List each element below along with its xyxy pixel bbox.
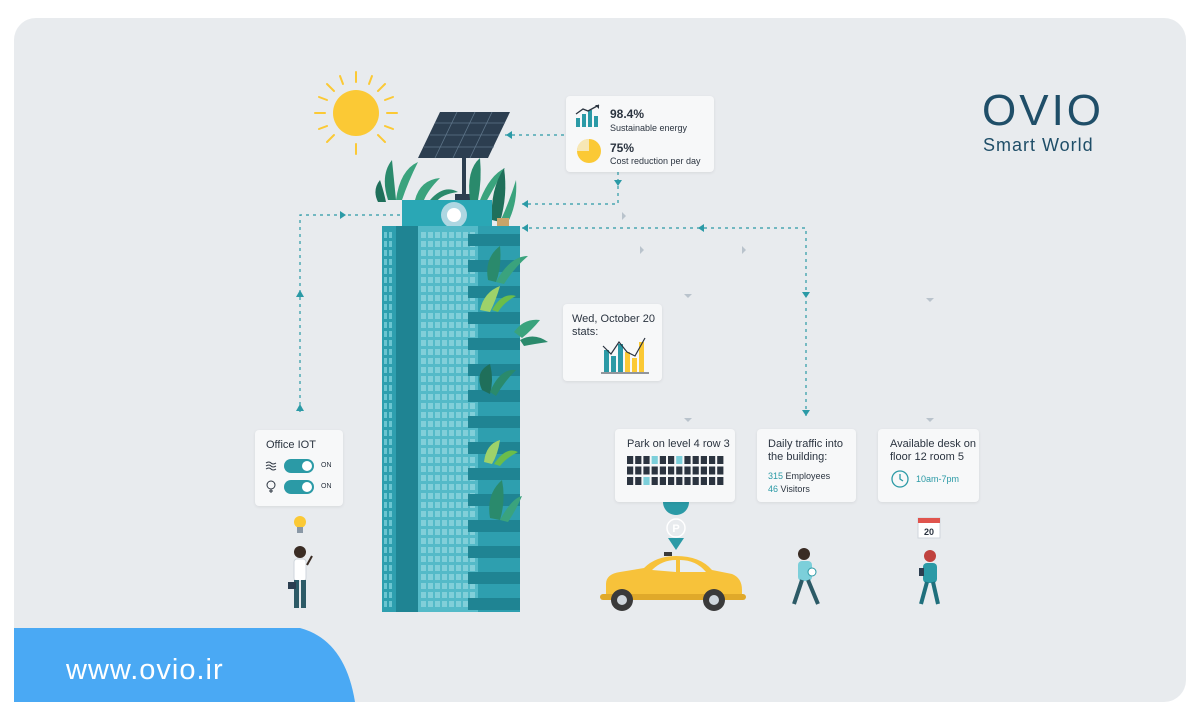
visitors-label: Visitors: [780, 484, 810, 494]
connector-arrows: [296, 131, 810, 416]
parking-grid: [627, 456, 724, 485]
ac-icon: [265, 461, 277, 471]
stats-date: Wed, October 20: [572, 313, 655, 325]
website-url[interactable]: www.ovio.ir: [66, 654, 224, 686]
clock-icon: [891, 470, 909, 488]
roof-light: [447, 208, 461, 222]
traffic-card: Daily traffic into the building: 315 Emp…: [757, 429, 856, 502]
traffic-title-line1: Daily traffic into: [768, 438, 843, 450]
stats-label: stats:: [572, 326, 599, 338]
rooftop-plants-icon: [375, 158, 517, 230]
sustainable-energy-value: 98.4%: [610, 107, 645, 121]
desk-title-line1: Available desk on: [890, 438, 977, 450]
parking-card: Park on level 4 row 3: [615, 429, 735, 502]
employees-row: 315 Employees: [768, 471, 830, 481]
building-tower: [382, 226, 520, 612]
bulb-icon: [266, 480, 276, 493]
light-toggle[interactable]: [284, 480, 314, 494]
walking-person-figure: [792, 548, 820, 605]
desk-card: Available desk on floor 12 room 5 10am-7…: [878, 429, 979, 502]
energy-card: 98.4% Sustainable energy 75% Cost reduct…: [566, 96, 714, 172]
desk-hours: 10am-7pm: [916, 474, 960, 484]
visitors-row: 46 Visitors: [768, 484, 810, 494]
bar-chart-icon: [575, 104, 600, 127]
woman-figure: [919, 550, 940, 605]
sustainable-energy-label: Sustainable energy: [610, 123, 688, 133]
calendar-icon: [917, 517, 941, 539]
calendar-day: 20: [924, 527, 934, 537]
desk-title-line2: floor 12 room 5: [890, 451, 964, 463]
light-toggle-state: ON: [321, 483, 332, 490]
stats-chart-icon: [601, 337, 649, 374]
pie-chart-icon: [577, 139, 601, 163]
taxi-car-icon: [600, 552, 746, 611]
office-iot-card: Office IOT ON ON: [255, 430, 343, 506]
logo-tagline: Smart World: [983, 135, 1094, 155]
url-banner: [14, 628, 355, 702]
solar-panel-icon: [418, 111, 510, 200]
logo-text: OVIO: [982, 86, 1105, 135]
parking-title: Park on level 4 row 3: [627, 438, 730, 450]
businessman-figure: [288, 546, 313, 608]
parking-pin-letter: P: [672, 523, 679, 535]
traffic-title-line2: the building:: [768, 451, 828, 463]
cost-reduction-label: Cost reduction per day: [610, 156, 701, 166]
daily-stats-card: Wed, October 20 stats:: [563, 304, 662, 381]
visitors-count: 46: [768, 484, 779, 494]
sun-icon: [314, 71, 398, 155]
connector-lines: [299, 134, 807, 418]
decor-arrows: [622, 212, 934, 422]
ac-toggle-state: ON: [321, 462, 332, 469]
ac-toggle[interactable]: [284, 459, 314, 473]
lightbulb-icon: [294, 516, 306, 533]
balcony-plants-icon: [479, 246, 548, 522]
cost-reduction-value: 75%: [610, 141, 635, 155]
employees-label: Employees: [785, 471, 831, 481]
employees-count: 315: [768, 471, 784, 481]
office-iot-title: Office IOT: [266, 439, 316, 451]
